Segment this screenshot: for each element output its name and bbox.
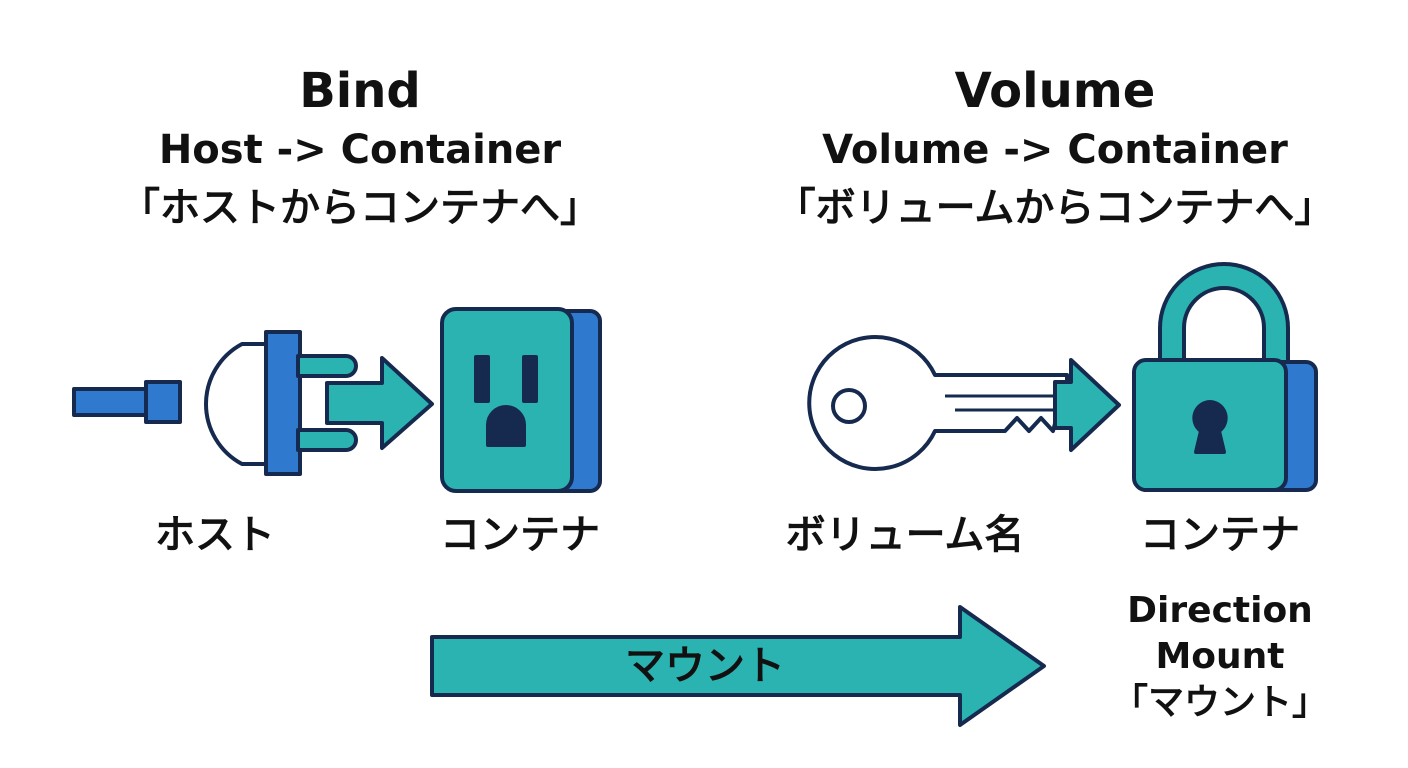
padlock-icon <box>1132 262 1318 492</box>
mount-arrow-label: マウント <box>625 643 785 689</box>
bind-subtitle-jp: 「ホストからコンテナへ」 <box>120 185 600 231</box>
bind-subtitle: Host -> Container <box>158 127 562 173</box>
volume-name-label: ボリューム名 <box>785 512 1025 558</box>
direction-mount-label: Mount <box>1155 636 1285 677</box>
power-outlet-icon <box>440 307 602 493</box>
volume-subtitle-jp: 「ボリュームからコンテナへ」 <box>775 185 1335 231</box>
key-icon <box>807 335 1121 471</box>
bind-title: Bind <box>299 63 421 119</box>
volume-container-label: コンテナ <box>1140 512 1300 558</box>
plug-icon <box>72 330 434 476</box>
mount-arrow-icon <box>430 605 1046 727</box>
volume-subtitle: Volume -> Container <box>822 127 1288 173</box>
direction-mount-jp-label: 「マウント」 <box>1111 682 1328 723</box>
host-label: ホスト <box>155 512 275 558</box>
bind-container-label: コンテナ <box>440 512 600 558</box>
direction-label: Direction <box>1127 590 1313 631</box>
volume-title: Volume <box>954 63 1156 119</box>
